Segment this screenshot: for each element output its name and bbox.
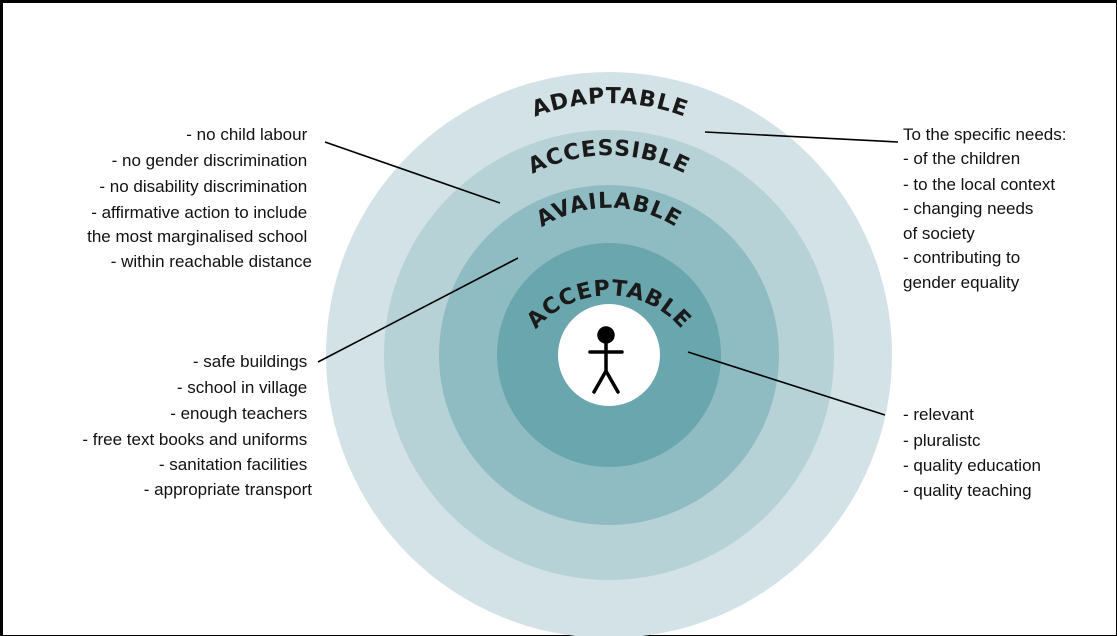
list-item: - free text books and uniforms xyxy=(82,430,307,449)
list-item: - school in village xyxy=(177,378,307,397)
connector-adaptable xyxy=(704,131,899,143)
list-item: of society xyxy=(903,224,975,243)
list-item: - within reachable distance xyxy=(111,252,312,271)
list-item: - no gender discrimination xyxy=(112,151,308,170)
list-item: - changing needs xyxy=(903,199,1033,218)
child-figure-icon xyxy=(588,326,624,394)
list-item: To the specific needs: xyxy=(903,125,1066,144)
connector-acceptable xyxy=(687,351,886,416)
left-bottom-list: - safe buildings - school in village - e… xyxy=(82,352,312,499)
core-circle xyxy=(558,304,660,406)
connector-available xyxy=(317,257,519,363)
list-item: - quality education xyxy=(903,456,1041,475)
connector-accessible xyxy=(324,141,501,204)
right-bottom-list: - relevant - pluralistc - quality educat… xyxy=(903,405,1046,500)
list-item: - affirmative action to include xyxy=(91,203,307,222)
list-item: - no child labour xyxy=(186,125,307,144)
list-item: - no disability discrimination xyxy=(99,177,307,196)
list-item: - enough teachers xyxy=(170,404,307,423)
list-item: the most marginalised school xyxy=(87,227,307,246)
right-top-list: To the specific needs: - of the children… xyxy=(903,125,1071,292)
left-top-list: - no child labour - no gender discrimina… xyxy=(87,125,312,271)
list-item: - relevant xyxy=(903,405,974,424)
list-item: - appropriate transport xyxy=(144,480,312,499)
list-item: - contributing to xyxy=(903,248,1020,267)
list-item: - quality teaching xyxy=(903,481,1032,500)
list-item: - safe buildings xyxy=(193,352,307,371)
list-item: - of the children xyxy=(903,149,1020,168)
list-item: - to the local context xyxy=(903,175,1055,194)
list-item: gender equality xyxy=(903,273,1020,292)
list-item: - pluralistc xyxy=(903,431,981,450)
list-item: - sanitation facilities xyxy=(159,455,307,474)
